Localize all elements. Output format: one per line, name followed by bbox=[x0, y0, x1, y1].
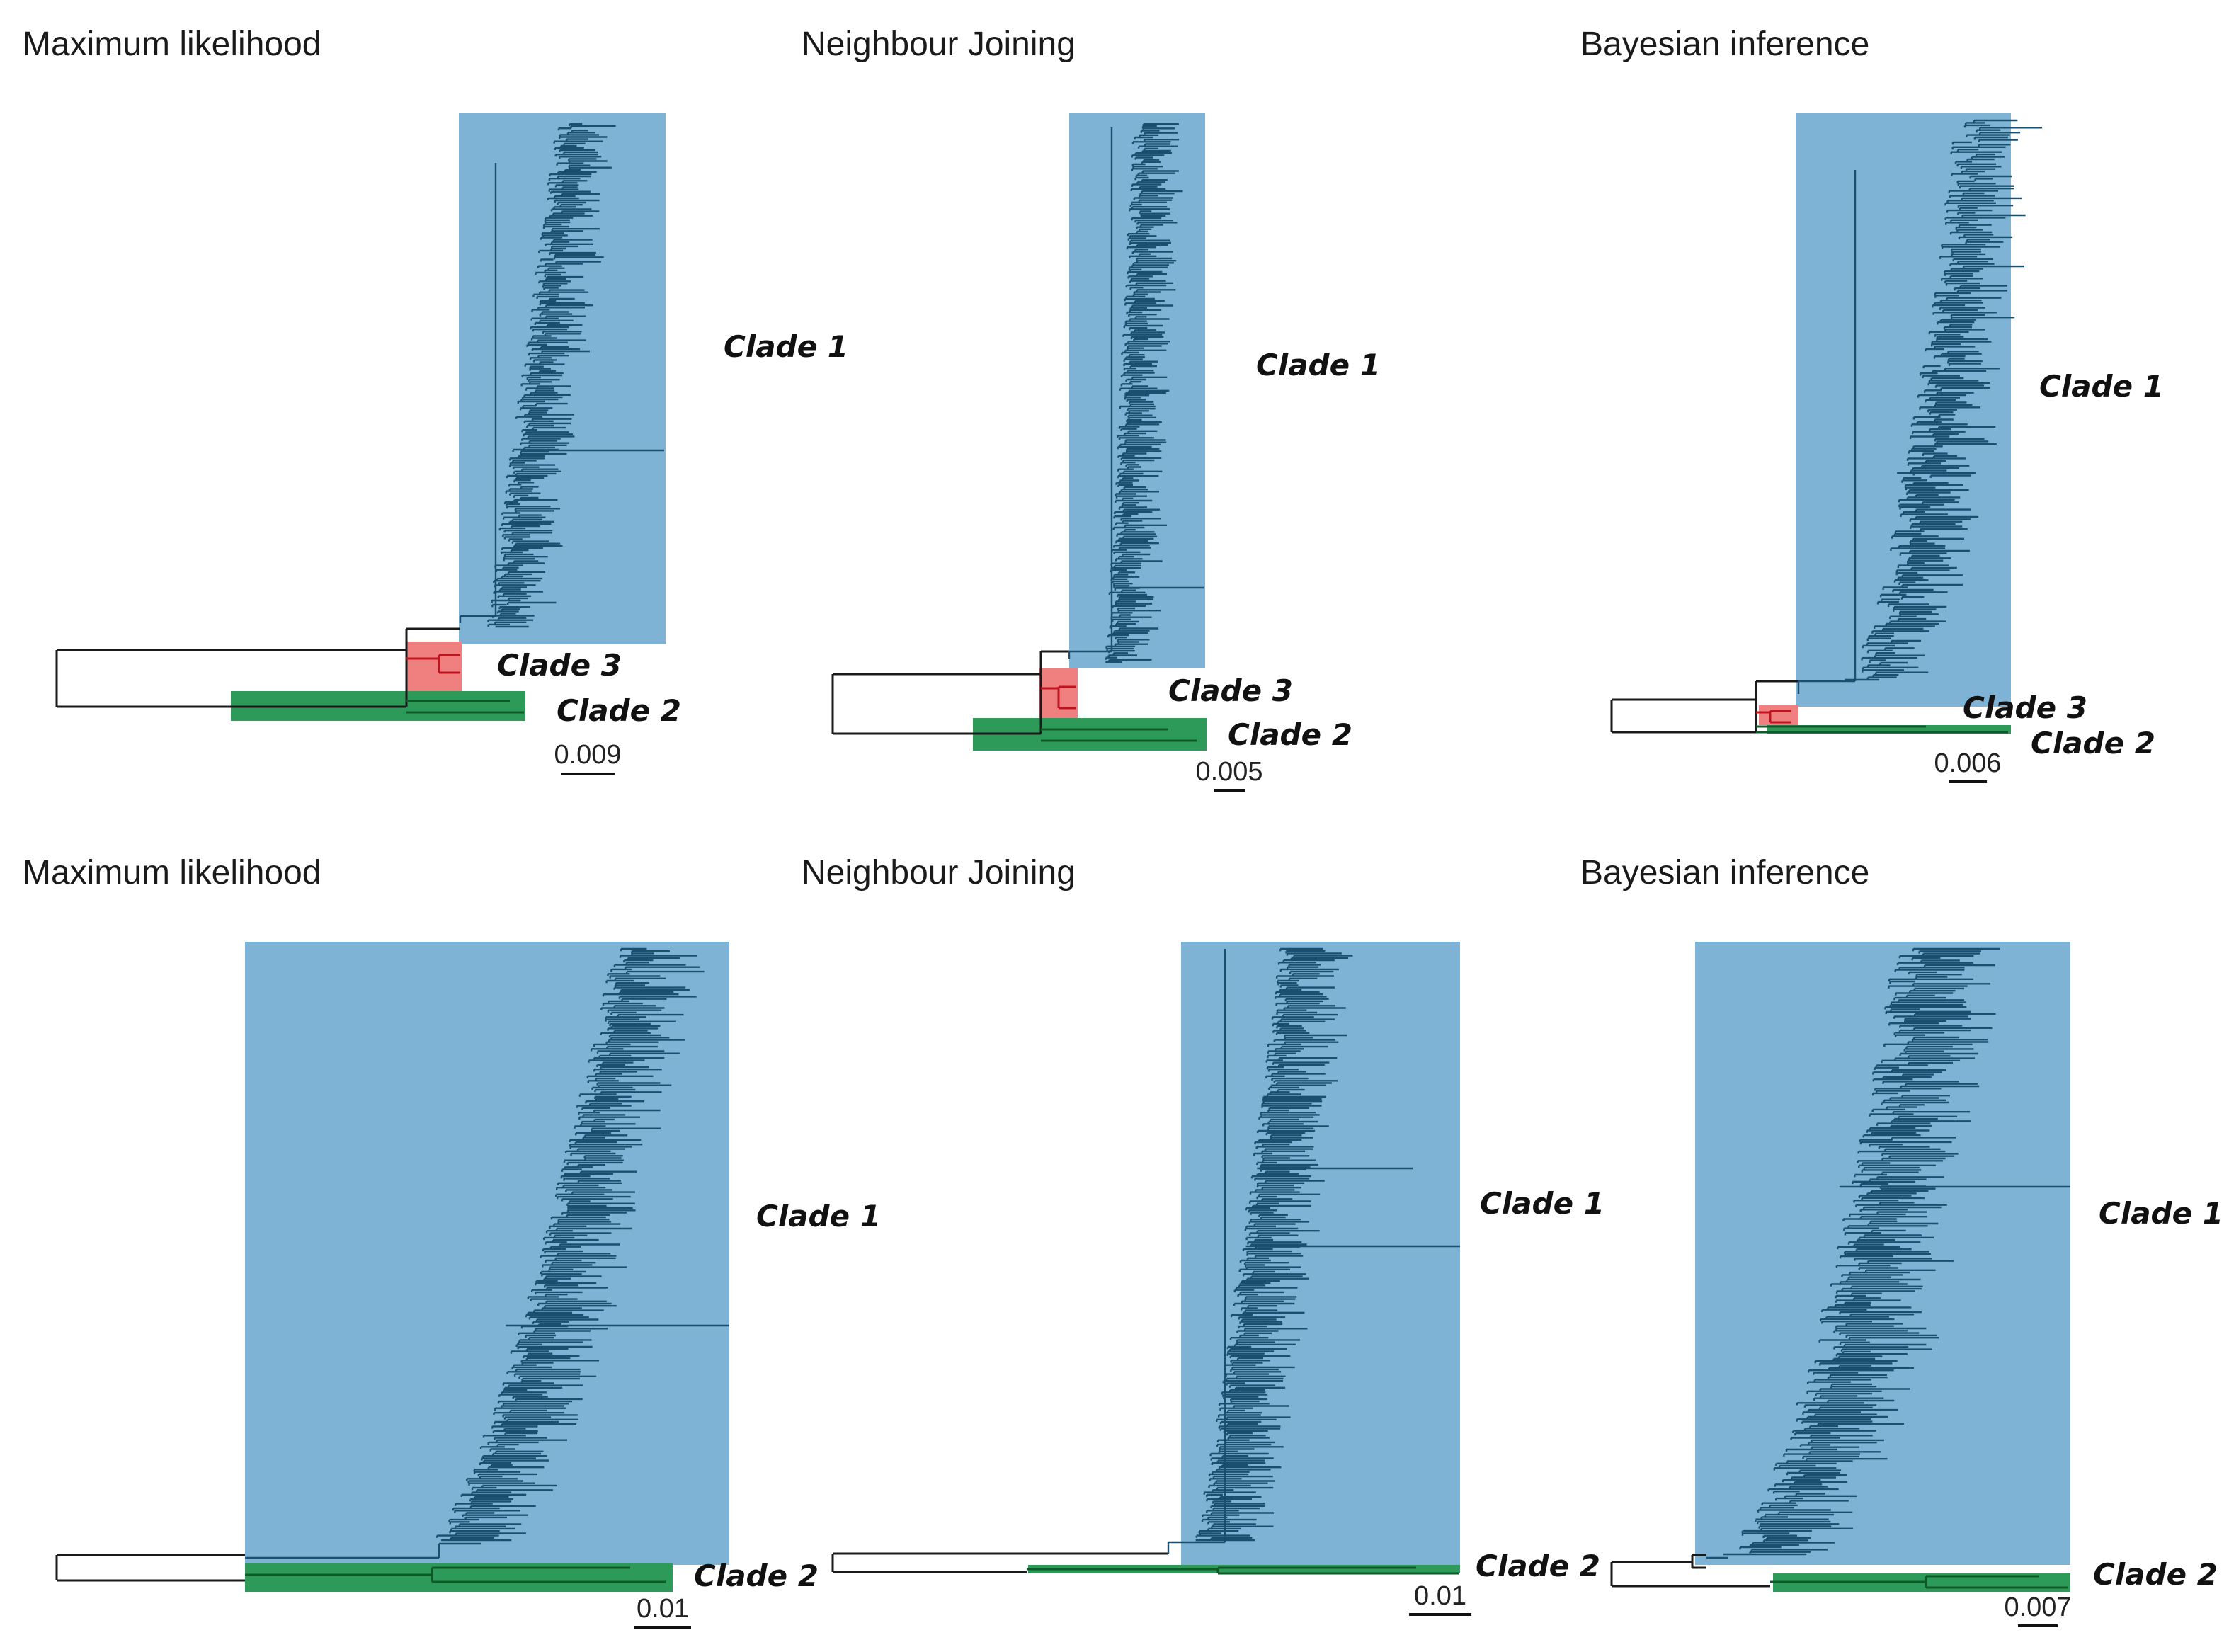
clade2-branches bbox=[406, 700, 524, 714]
clade2-branches bbox=[1770, 1575, 2068, 1589]
clade2-label: Clade 2 bbox=[1476, 1549, 1600, 1583]
scale-value: 0.009 bbox=[554, 740, 621, 770]
panel-title: Neighbour Joining bbox=[802, 25, 1076, 63]
panel-title: Maximum likelihood bbox=[23, 25, 321, 63]
tree-backbone bbox=[55, 627, 460, 708]
panel-bi-top: Bayesian inference 0.006 Clade 1 Clade 3… bbox=[1580, 25, 2164, 783]
clade2-branches bbox=[1027, 1566, 1459, 1575]
clade1-leaf-branches bbox=[436, 947, 729, 1542]
tree-backbone bbox=[1610, 1554, 1770, 1588]
scale-value: 0.006 bbox=[1934, 748, 2001, 778]
clade2-branches bbox=[245, 1566, 666, 1583]
clade1-leaf-branches bbox=[1723, 947, 2070, 1556]
panel-ml-bottom: Maximum likelihood 0.01 Clade 1 Clade 2 bbox=[23, 854, 881, 1629]
panel-title: Neighbour Joining bbox=[802, 854, 1076, 891]
tree-backbone bbox=[831, 1552, 1168, 1573]
clade1-branches bbox=[1167, 947, 1460, 1554]
clade2-label: Clade 2 bbox=[1228, 717, 1352, 752]
clade1-leaf-branches bbox=[1105, 123, 1204, 663]
clade2-label: Clade 2 bbox=[694, 1559, 819, 1593]
clade1-highlight bbox=[459, 113, 666, 644]
clade3-branches bbox=[1756, 710, 1791, 724]
clade1-branches bbox=[459, 123, 664, 628]
clade2-label: Clade 2 bbox=[2093, 1557, 2218, 1592]
clade1-branches bbox=[245, 947, 729, 1559]
clade2-branches bbox=[1756, 725, 2008, 734]
scale-value: 0.01 bbox=[1414, 1581, 1466, 1611]
scale-value: 0.01 bbox=[637, 1594, 689, 1624]
panel-title: Maximum likelihood bbox=[23, 854, 321, 891]
clade1-leaf-branches bbox=[487, 123, 664, 628]
panel-title: Bayesian inference bbox=[1580, 854, 1869, 891]
tree-backbone bbox=[1610, 680, 1798, 734]
scale-value: 0.007 bbox=[2004, 1593, 2071, 1622]
clade2-label: Clade 2 bbox=[2031, 726, 2155, 761]
clade3-label: Clade 3 bbox=[1168, 673, 1293, 708]
clade1-label: Clade 1 bbox=[2039, 369, 2164, 404]
clade2-branches bbox=[1041, 728, 1197, 742]
panel-ml-top: Maximum likelihood 0.009 Clade 1 Clade 3… bbox=[23, 25, 848, 775]
panel-nj-bottom: Neighbour Joining 0.01 Clade 1 Clade 2 bbox=[802, 854, 1604, 1616]
panel-bi-bottom: Bayesian inference 0.007 Clade 1 Clade 2 bbox=[1580, 854, 2223, 1627]
panel-title: Bayesian inference bbox=[1580, 25, 1869, 63]
clade3-label: Clade 3 bbox=[1963, 690, 2087, 725]
panel-nj-top: Neighbour Joining 0.005 Clade 1 Clade 3 … bbox=[802, 25, 1381, 792]
clade3-branches bbox=[1041, 685, 1076, 710]
clade1-branches bbox=[1706, 947, 2070, 1559]
clade1-label: Clade 1 bbox=[2099, 1196, 2223, 1231]
clade1-branches bbox=[1797, 119, 2043, 694]
tree-backbone bbox=[55, 1554, 245, 1582]
clade1-label: Clade 1 bbox=[1480, 1186, 1604, 1221]
clade2-label: Clade 2 bbox=[557, 693, 681, 728]
clade3-label: Clade 3 bbox=[497, 648, 622, 683]
clade1-leaf-branches bbox=[1845, 119, 2043, 681]
scale-value: 0.005 bbox=[1195, 757, 1262, 787]
clade1-branches bbox=[1068, 123, 1204, 663]
clade3-highlight bbox=[406, 642, 462, 691]
clade1-label: Clade 1 bbox=[756, 1199, 881, 1234]
clade1-leaf-branches bbox=[1195, 947, 1460, 1542]
clade1-label: Clade 1 bbox=[724, 329, 848, 364]
tree-backbone bbox=[831, 650, 1069, 735]
clade1-label: Clade 1 bbox=[1256, 348, 1381, 382]
clade3-branches bbox=[406, 654, 460, 674]
